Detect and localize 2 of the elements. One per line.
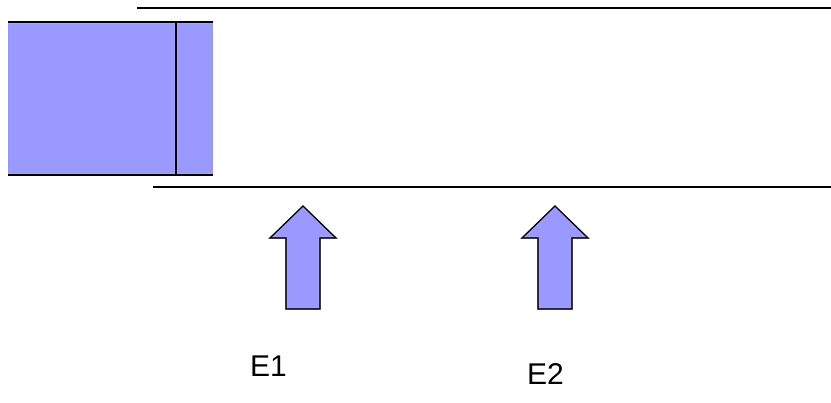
label-text: E2: [527, 358, 564, 392]
label-text: E1: [250, 350, 287, 384]
